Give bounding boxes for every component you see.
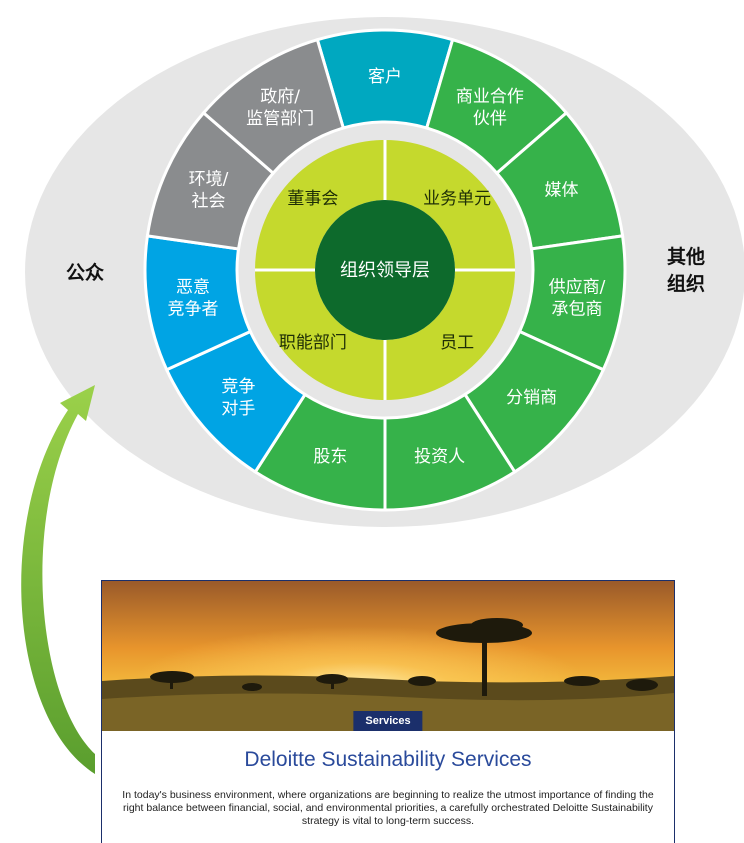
stakeholder-segment-11: [201, 37, 346, 176]
stakeholder-label-2-line2: 伙伴: [473, 109, 507, 129]
inner-quadrant-label-4: 董事会: [287, 189, 338, 209]
stakeholder-label-4-line2: 承包商: [552, 300, 603, 320]
stakeholder-label-5-line1: 分销商: [506, 388, 557, 408]
stakeholder-label-9-line1: 恶意: [176, 278, 210, 298]
other-org-label-line1: 其他: [667, 245, 705, 268]
stakeholder-label-8-line2: 对手: [221, 399, 255, 419]
stakeholder-label-1-line1: 客户: [368, 67, 402, 87]
stakeholder-label-2-line1: 商业合作: [456, 87, 524, 107]
stakeholder-label-4-line1: 供应商/: [549, 278, 606, 298]
center-circle: [315, 200, 455, 340]
center-label: 组织领导层: [340, 260, 430, 281]
stakeholder-label-9-line2: 竞争者: [167, 300, 218, 320]
curved-arrow: [21, 385, 95, 774]
stakeholder-label-8-line1: 竞争: [221, 377, 255, 397]
inner-quadrant-label-1: 业务单元: [423, 189, 491, 209]
public-label: 公众: [66, 261, 104, 284]
stakeholder-label-11-line2: 监管部门: [246, 109, 314, 129]
services-card[interactable]: Services Deloitte Sustainability Service…: [101, 580, 675, 843]
stakeholder-label-10-line1: 环境/: [189, 169, 229, 189]
inner-quadrant-label-2: 员工: [440, 333, 474, 353]
inner-quadrant-label-3: 职能部门: [279, 333, 347, 353]
stakeholder-label-3-line1: 媒体: [544, 180, 578, 200]
card-description: In today's business environment, where o…: [122, 789, 654, 827]
card-title[interactable]: Deloitte Sustainability Services: [244, 748, 532, 771]
savanna-sunset-image: [102, 581, 674, 731]
stakeholder-label-6-line1: 投资人: [414, 447, 465, 467]
other-org-label-line2: 组织: [667, 272, 705, 295]
services-badge[interactable]: Services: [353, 711, 423, 731]
stakeholder-label-11-line1: 政府/: [260, 87, 300, 107]
stakeholder-label-7-line1: 股东: [313, 447, 347, 467]
stakeholder-label-10-line2: 社会: [192, 191, 226, 211]
inner-ring: [255, 140, 515, 400]
